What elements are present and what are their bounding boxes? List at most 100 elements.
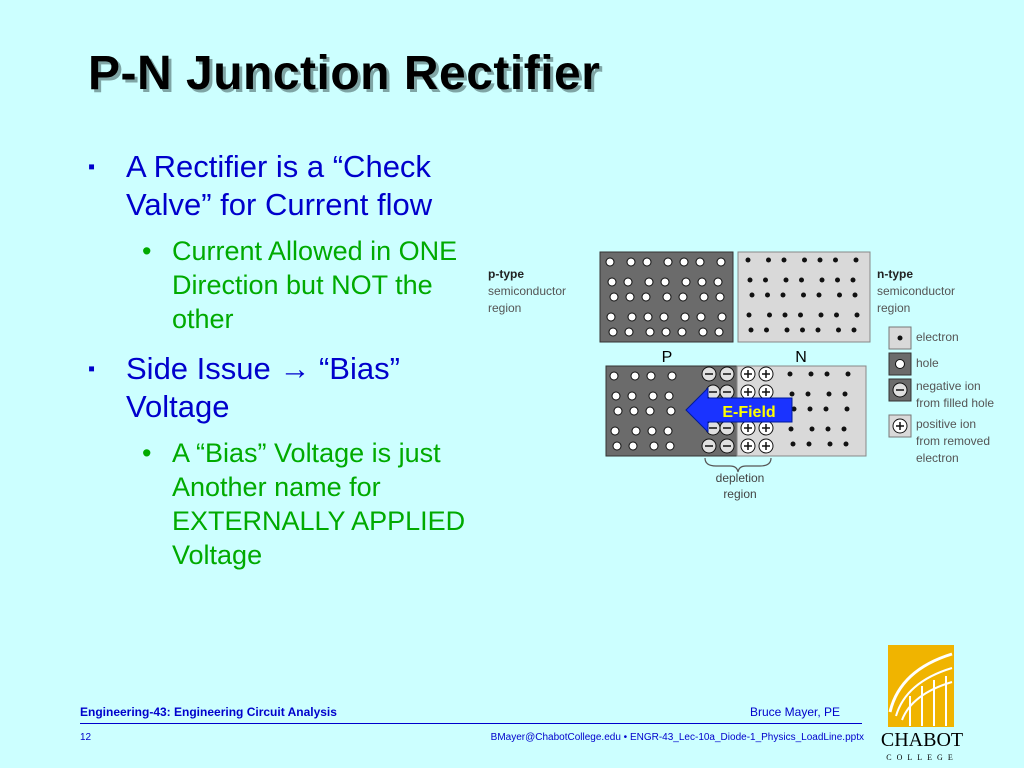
electron: [788, 426, 794, 432]
sub-bullet-item: • Current Allowed in ONE Direction but N…: [88, 234, 468, 336]
electron: [747, 277, 753, 283]
electron: [745, 257, 751, 263]
sub-bullet-text: Current Allowed in ONE Direction but NOT…: [172, 236, 458, 334]
square-bullet-icon: ▪: [88, 358, 96, 380]
holes-bottom: [609, 371, 677, 451]
electron: [851, 327, 857, 333]
electron: [816, 292, 822, 298]
electron: [850, 277, 856, 283]
hole: [643, 312, 653, 322]
legend-positive-ion-label: positive ion from removed electron: [916, 416, 990, 467]
electron: [798, 312, 803, 318]
hole: [679, 257, 689, 267]
sub-bullet-item: • A “Bias” Voltage is just Another name …: [88, 436, 468, 572]
bullet-list: ▪ A Rectifier is a “Check Valve” for Cur…: [88, 148, 468, 586]
n-type-title: n-type: [877, 267, 913, 281]
hole: [696, 312, 706, 322]
electron: [837, 292, 842, 298]
electron: [842, 391, 848, 397]
n-type-sub-2: region: [877, 301, 911, 315]
hole: [717, 312, 727, 322]
bullet-item: ▪ A Rectifier is a “Check Valve” for Cur…: [88, 148, 468, 224]
electron: [834, 312, 839, 318]
electron: [841, 426, 847, 432]
hole: [663, 257, 673, 267]
hole-icon: [895, 359, 905, 369]
electron: [853, 257, 859, 263]
hole: [613, 406, 623, 416]
electron: [835, 277, 840, 283]
hole: [660, 277, 670, 287]
hole: [631, 426, 641, 436]
hole: [649, 441, 659, 451]
electron: [852, 292, 858, 298]
hole: [667, 371, 677, 381]
footer-divider: [80, 723, 862, 724]
hole: [659, 312, 669, 322]
chabot-college-logo: CHABOT COLLEGE: [881, 645, 963, 762]
electrons-bottom: [787, 371, 851, 447]
electron: [787, 371, 793, 377]
legend-negative-ion-line-1: negative ion: [916, 379, 981, 393]
slide-title: P-N Junction Rectifier: [88, 47, 601, 100]
electron: [802, 257, 807, 263]
electron: [767, 312, 772, 318]
electron: [781, 257, 787, 263]
hole: [646, 371, 656, 381]
n-label: N: [795, 349, 807, 366]
hole: [623, 277, 633, 287]
hole: [681, 277, 691, 287]
electron: [766, 257, 771, 263]
hole: [677, 327, 687, 337]
hole: [665, 441, 675, 451]
hole: [644, 277, 654, 287]
p-label: P: [662, 349, 673, 366]
hole: [698, 327, 708, 337]
hole: [715, 292, 725, 302]
sub-bullet-text: A “Bias” Voltage is just Another name fo…: [172, 438, 466, 570]
p-type-sub-1: semiconductor: [488, 284, 567, 298]
hole: [645, 406, 655, 416]
n-type-sub-1: semiconductor: [877, 284, 956, 298]
p-type-label: p-type semiconductor region: [488, 266, 566, 317]
electron: [809, 426, 815, 432]
logo-sub: COLLEGE: [886, 753, 957, 762]
electron: [749, 292, 755, 298]
electron: [765, 292, 770, 298]
hole: [629, 406, 639, 416]
hole: [666, 406, 676, 416]
hole: [648, 391, 658, 401]
hole: [713, 277, 723, 287]
dot-bullet-icon: •: [142, 438, 152, 468]
e-field-label: E-Field: [722, 404, 775, 421]
hole: [680, 312, 690, 322]
hole: [647, 426, 657, 436]
electron: [783, 277, 789, 283]
positive-ions: [740, 366, 774, 454]
electron-icon: [897, 335, 903, 341]
electron: [825, 426, 831, 432]
depletion-label-1: depletion: [716, 471, 765, 485]
electron: [818, 312, 824, 318]
hole: [606, 312, 616, 322]
electrons-top: [745, 257, 860, 333]
depletion-bracket: [704, 457, 772, 473]
footer-course: Engineering-43: Engineering Circuit Anal…: [80, 705, 337, 719]
electron: [801, 292, 806, 298]
electron: [806, 441, 812, 447]
electron: [844, 406, 850, 412]
hole: [610, 426, 620, 436]
electron: [780, 292, 786, 298]
hole: [661, 327, 671, 337]
e-field-arrow-icon: [685, 386, 793, 434]
electron: [823, 406, 829, 412]
hole: [626, 257, 636, 267]
electron: [833, 257, 838, 263]
hole: [645, 327, 655, 337]
hole: [611, 391, 621, 401]
hole: [663, 426, 673, 436]
legend-positive-ion-line-3: electron: [916, 451, 959, 465]
bullet-item: ▪ Side Issue → “Bias” Voltage: [88, 350, 468, 426]
hole: [607, 277, 617, 287]
